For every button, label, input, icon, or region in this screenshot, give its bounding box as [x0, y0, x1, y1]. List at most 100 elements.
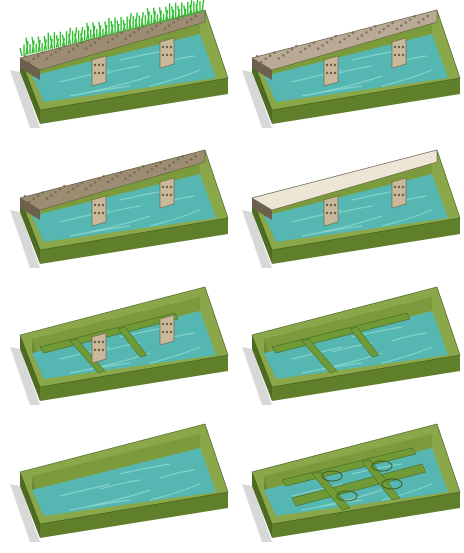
- pier-texture-dot: [102, 64, 104, 66]
- gravel-stone: [194, 155, 197, 158]
- gravel-stone: [186, 21, 189, 24]
- basin-model: [242, 424, 460, 542]
- gravel-stone: [81, 181, 84, 184]
- pier-texture-dot: [162, 194, 164, 196]
- gravel-stone: [28, 61, 31, 64]
- pier-texture-dot: [162, 46, 164, 48]
- pier-texture-dot: [98, 64, 100, 66]
- gravel-stone: [168, 164, 171, 167]
- pier-texture-dot: [166, 46, 168, 48]
- pier-texture-dot: [102, 212, 104, 214]
- gravel-stone: [85, 187, 88, 190]
- pier-texture-dot: [170, 186, 172, 188]
- gravel-stone: [63, 185, 66, 188]
- paver-joint: [426, 15, 429, 18]
- paver-joint: [369, 28, 372, 31]
- stage-panel-water-basin: [0, 414, 232, 552]
- paver-joint: [356, 37, 359, 40]
- pier-texture-dot: [94, 72, 96, 74]
- pier-texture-dot: [402, 194, 404, 196]
- gravel-stone: [120, 172, 123, 175]
- gravel-stone: [151, 168, 154, 171]
- gravel-stone: [129, 174, 132, 177]
- paver-joint: [365, 31, 368, 34]
- gravel-stone: [107, 41, 110, 44]
- pier-texture-dot: [98, 212, 100, 214]
- pier-texture-dot: [398, 46, 400, 48]
- pier-texture-dot: [94, 64, 96, 66]
- stage-illustration: [0, 140, 232, 278]
- pier-texture-dot: [170, 323, 172, 325]
- gravel-stone: [155, 25, 158, 28]
- stage-illustration: [0, 0, 232, 138]
- stage-illustration: [232, 414, 464, 552]
- grass-blade: [20, 48, 22, 56]
- gravel-stone: [137, 168, 140, 171]
- gravel-stone: [151, 28, 154, 31]
- paver-joint: [282, 54, 285, 57]
- gravel-stone: [94, 181, 97, 184]
- paver-joint: [278, 57, 281, 60]
- gravel-stone: [89, 44, 92, 47]
- pier-texture-dot: [326, 204, 328, 206]
- pier-texture-dot: [170, 194, 172, 196]
- paver-joint: [334, 35, 337, 38]
- gravel-stone: [24, 195, 27, 198]
- pier-texture-dot: [398, 186, 400, 188]
- gravel-stone: [76, 45, 79, 48]
- gravel-stone: [190, 18, 193, 21]
- paver-joint: [400, 24, 403, 27]
- pier-texture-dot: [166, 323, 168, 325]
- gravel-stone: [194, 15, 197, 18]
- pier-texture-dot: [402, 186, 404, 188]
- paver-joint: [308, 45, 311, 48]
- gravel-stone: [102, 175, 105, 178]
- pier-texture-dot: [162, 54, 164, 56]
- gravel-stone: [111, 38, 114, 41]
- gravel-stone: [133, 171, 136, 174]
- paver-joint: [396, 28, 399, 31]
- paver-joint: [317, 47, 320, 50]
- gravel-stone: [41, 51, 44, 54]
- gravel-stone: [72, 188, 75, 191]
- pier-texture-dot: [394, 186, 396, 188]
- paver-joint: [418, 21, 421, 24]
- gravel-stone: [50, 194, 53, 197]
- pier-texture-dot: [98, 349, 100, 351]
- pier-texture-dot: [394, 194, 396, 196]
- gravel-stone: [164, 28, 167, 31]
- gravel-stone: [94, 41, 97, 44]
- gravel-stone: [46, 57, 49, 60]
- gravel-stone: [116, 175, 119, 178]
- gravel-stone: [54, 191, 57, 194]
- pier-texture-dot: [170, 46, 172, 48]
- pier-texture-dot: [330, 212, 332, 214]
- pier-texture-dot: [326, 212, 328, 214]
- pier-texture-dot: [166, 331, 168, 333]
- gravel-stone: [67, 51, 70, 54]
- gravel-stone: [32, 198, 35, 201]
- paver-joint: [378, 31, 381, 34]
- paver-joint: [295, 45, 298, 48]
- pier-texture-dot: [330, 72, 332, 74]
- gravel-stone: [41, 191, 44, 194]
- pier-texture-dot: [398, 194, 400, 196]
- paver-joint: [339, 41, 342, 44]
- pier-texture-dot: [94, 341, 96, 343]
- pier-texture-dot: [166, 194, 168, 196]
- paver-joint: [348, 35, 351, 38]
- gravel-stone: [28, 201, 31, 204]
- gravel-stone: [181, 155, 184, 158]
- gravel-stone: [155, 165, 158, 168]
- pier-texture-dot: [326, 64, 328, 66]
- paver-joint: [387, 25, 390, 28]
- paver-joint: [343, 38, 346, 41]
- paver-joint: [352, 32, 355, 35]
- gravel-stone: [164, 168, 167, 171]
- support-pier: [92, 56, 106, 86]
- basin-model: [10, 287, 228, 405]
- gravel-stone: [98, 178, 101, 181]
- gravel-stone: [85, 47, 88, 50]
- paver-joint: [391, 22, 394, 25]
